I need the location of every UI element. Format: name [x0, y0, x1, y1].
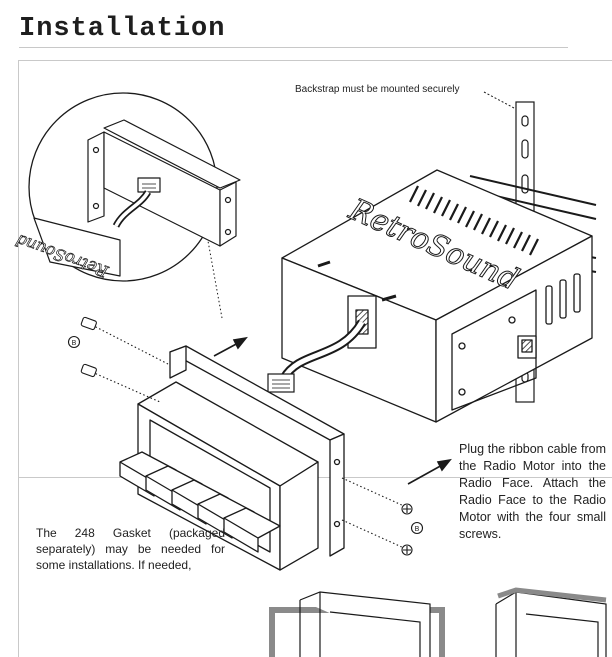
screw-label-b: B — [415, 526, 420, 533]
screw-label-b: B — [72, 340, 77, 347]
callout-leader — [483, 91, 515, 109]
backstrap-callout: Backstrap must be mounted securely — [295, 84, 460, 95]
title-divider — [19, 47, 568, 48]
direction-arrows — [213, 336, 452, 485]
gasket-figure-left — [269, 591, 445, 657]
screws — [67, 316, 424, 556]
radio-motor — [281, 169, 597, 423]
gasket-figure-right — [495, 587, 607, 657]
detail-magnifier: RetroSound — [13, 92, 241, 319]
page-title: Installation — [19, 14, 226, 44]
ribbon-cable — [267, 319, 366, 393]
gasket-note: The 248 Gasket (packaged separately) may… — [36, 526, 225, 572]
radio-face — [119, 345, 345, 571]
installation-instructions: Plug the ribbon cable from the Radio Mot… — [459, 442, 606, 541]
illustration-panel — [18, 60, 612, 657]
